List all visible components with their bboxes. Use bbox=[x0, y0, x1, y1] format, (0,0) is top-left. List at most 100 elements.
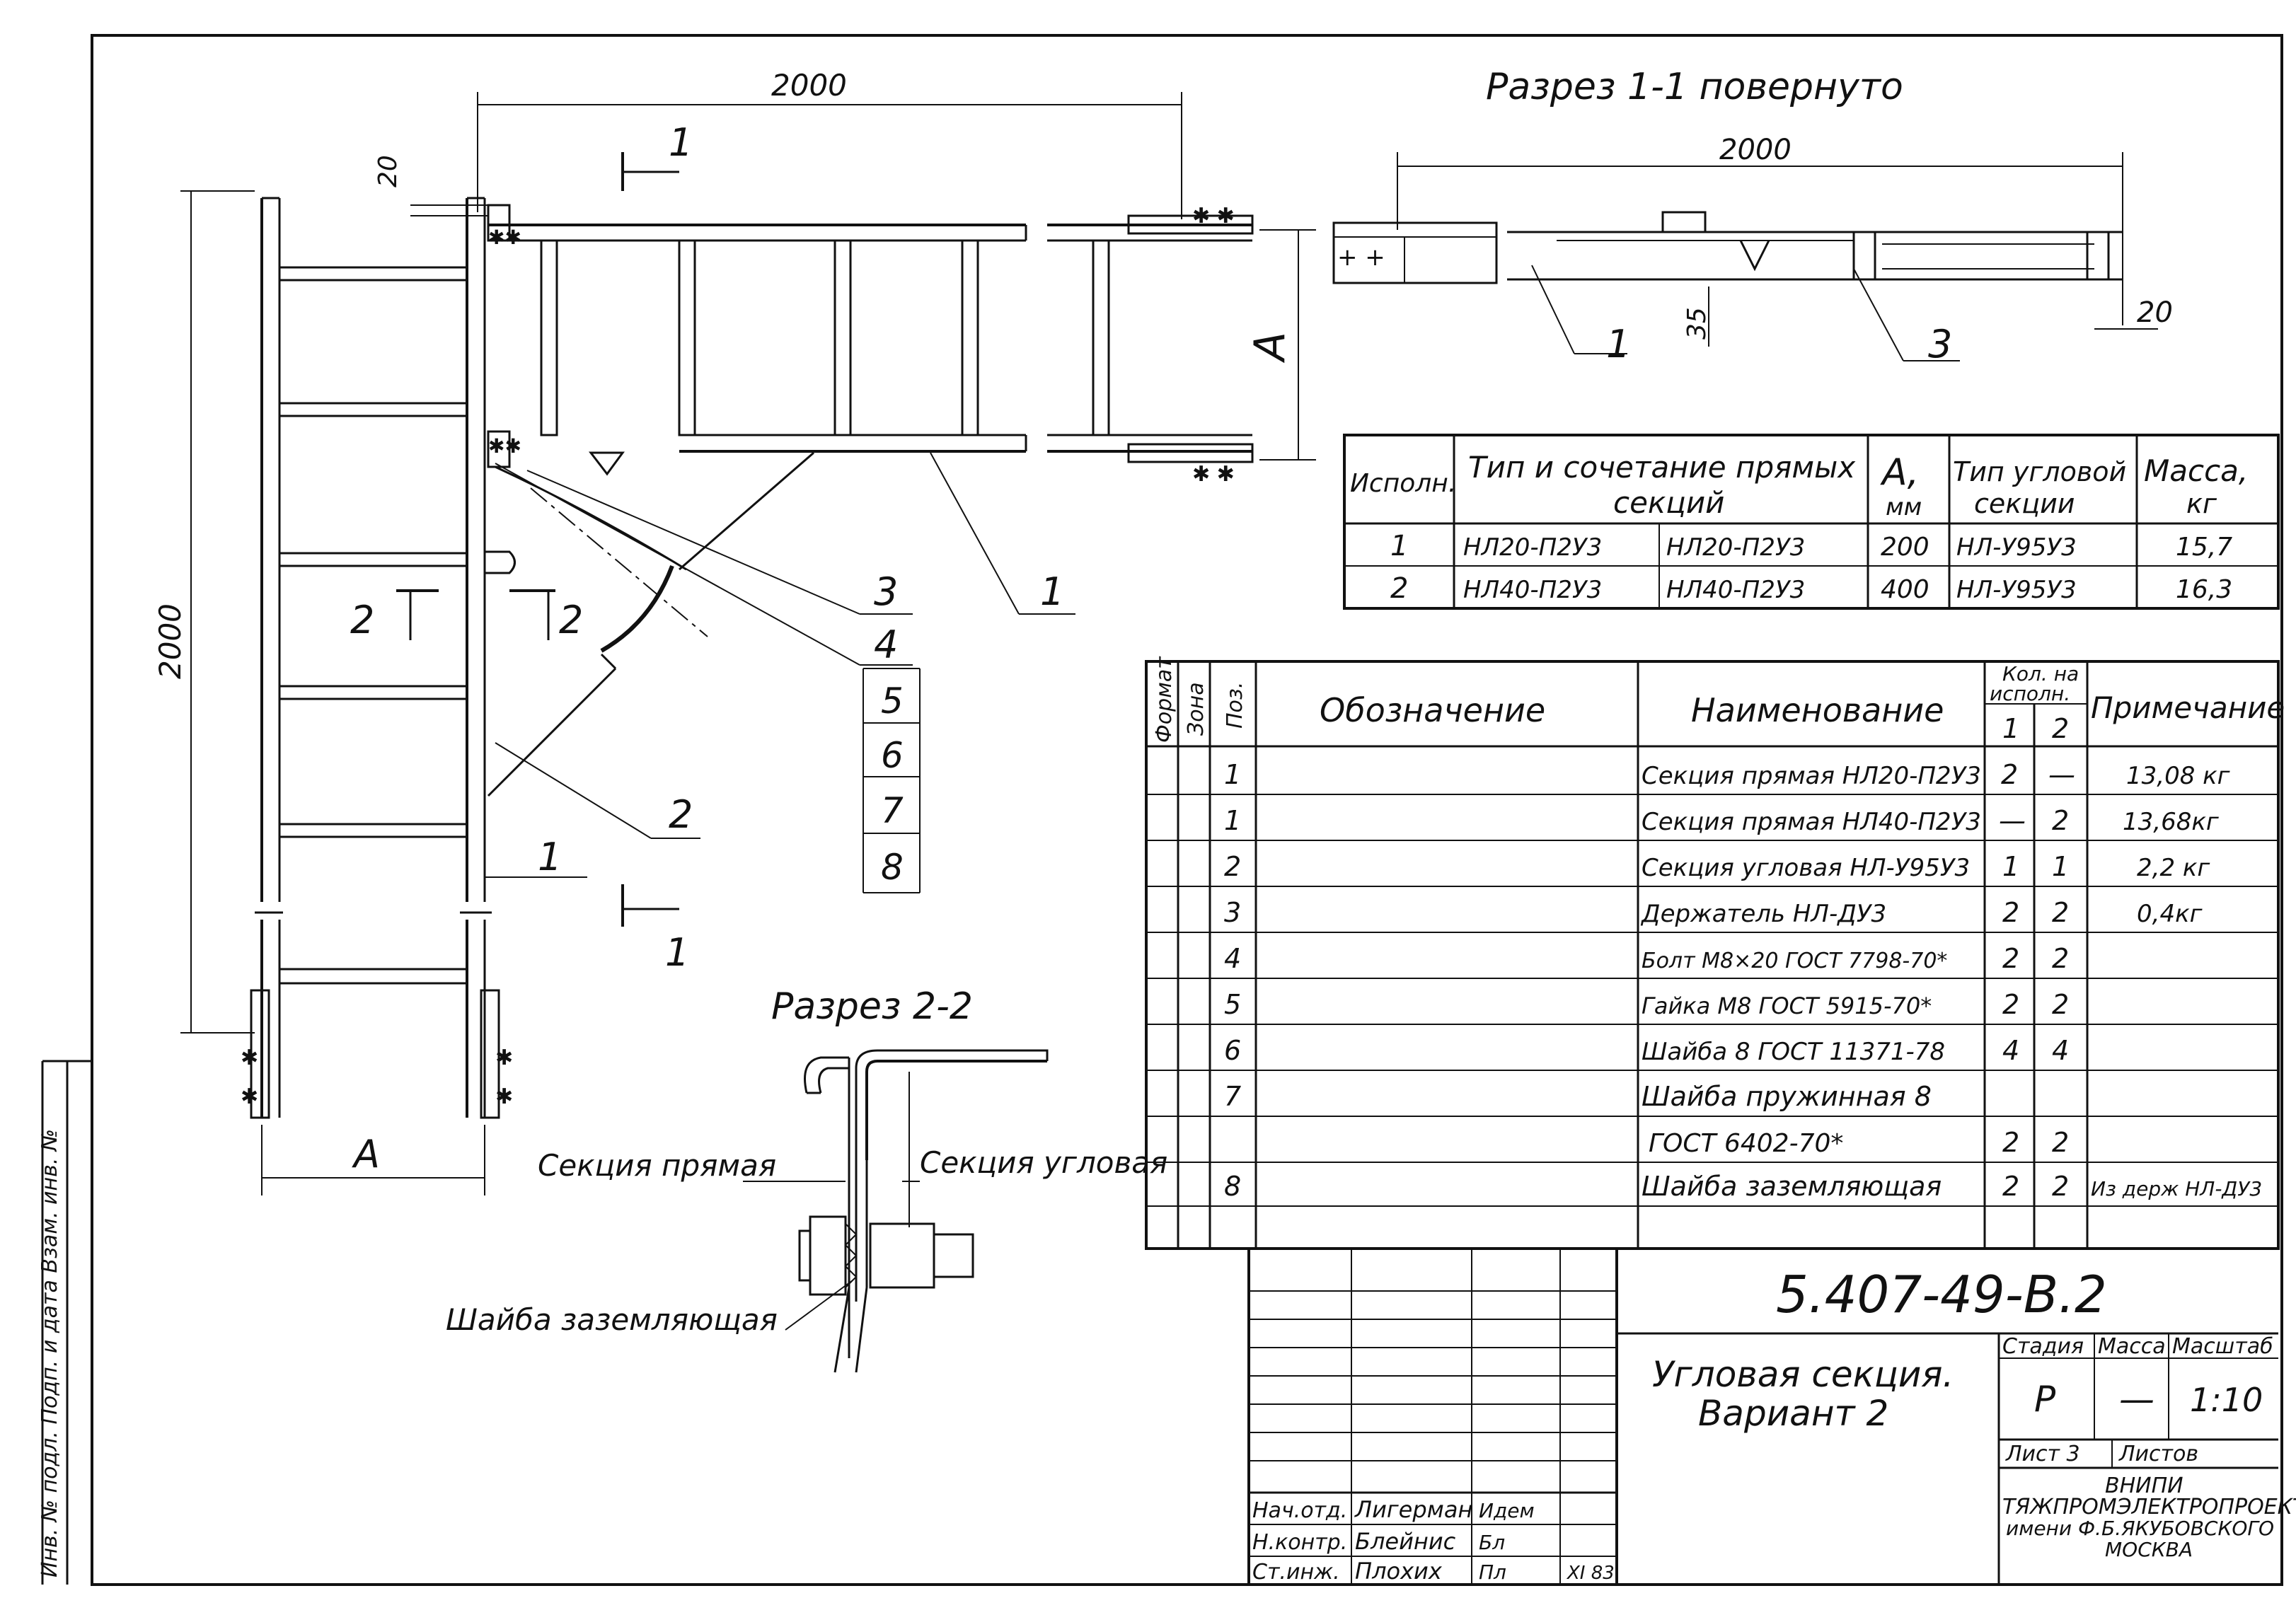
horizontal-rungs bbox=[540, 239, 1110, 436]
tb-org-3: имени Ф.Б.ЯКУБОВСКОГО bbox=[2006, 1517, 2274, 1540]
vt-r1-isp: 1 bbox=[1390, 530, 1408, 562]
tb-code: 5.407-49-В.2 bbox=[1776, 1265, 2107, 1324]
callout-3: 3 bbox=[874, 569, 898, 614]
spec-r8-pos: 7 bbox=[1224, 1081, 1241, 1112]
section22-label-straight: Секция прямая bbox=[538, 1148, 776, 1183]
vt-r2-s1: НЛ40-П2У3 bbox=[1463, 576, 1602, 604]
svg-text:✱✱: ✱✱ bbox=[488, 226, 521, 249]
spec-h-qty-2: исполн. bbox=[1990, 682, 2070, 705]
variants-table bbox=[1343, 434, 2280, 610]
svg-text:✱: ✱ bbox=[495, 1084, 513, 1109]
spec-r10-note: Из держ НЛ-ДУ3 bbox=[2091, 1177, 2262, 1200]
dim-a-bottom: A bbox=[352, 1132, 380, 1176]
tb-org-4: МОСКВА bbox=[2105, 1538, 2193, 1561]
spec-h-pos: Поз. bbox=[1223, 682, 1247, 729]
spec-h-designation: Обозначение bbox=[1320, 691, 1545, 729]
spec-r4-pos: 3 bbox=[1224, 897, 1241, 928]
spec-h-name: Наименование bbox=[1691, 691, 1944, 729]
tb-sheets: Листов bbox=[2118, 1442, 2198, 1466]
tb-title-2: Вариант 2 bbox=[1698, 1393, 1888, 1434]
spec-r2-note: 13,68кг bbox=[2123, 808, 2220, 836]
spec-r6-name: Гайка М8 ГОСТ 5915-70* bbox=[1642, 992, 1932, 1019]
section11-dim-2000: 2000 bbox=[1719, 134, 1792, 166]
cut1-bottom-label: 1 bbox=[665, 930, 689, 975]
tb-sheet: Лист 3 bbox=[2005, 1442, 2080, 1466]
callout-8: 8 bbox=[881, 847, 904, 888]
spec-r10-q2: 2 bbox=[2052, 1171, 2069, 1202]
tb-sign3-name: Плохих bbox=[1355, 1558, 1443, 1585]
svg-text:✱ ✱: ✱ ✱ bbox=[1192, 204, 1235, 228]
tb-mass: — bbox=[2119, 1379, 2154, 1420]
section11-dim-20: 20 bbox=[2137, 296, 2173, 329]
vt-h-mass-1: Масса, bbox=[2144, 453, 2248, 488]
vt-h-a-2: мм bbox=[1886, 493, 1922, 521]
spec-h-qty-1: Кол. на bbox=[2002, 662, 2079, 685]
spec-r4-note: 0,4кг bbox=[2137, 900, 2203, 928]
section11-title: Разрез 1-1 повернуто bbox=[1486, 66, 1903, 108]
spec-r4-q2: 2 bbox=[2052, 897, 2069, 928]
tb-sign3-role: Ст.инж. bbox=[1252, 1560, 1340, 1585]
spec-r6-q1: 2 bbox=[2002, 989, 2019, 1020]
vt-h-isp: Исполн. bbox=[1350, 469, 1456, 498]
tb-sign3-date: XI 83. bbox=[1566, 1563, 1620, 1584]
callout-1-horizontal: 1 bbox=[1040, 569, 1064, 614]
svg-text:✱: ✱ bbox=[241, 1046, 258, 1070]
callout-4: 4 bbox=[874, 623, 898, 667]
spec-r3-note: 2,2 кг bbox=[2137, 854, 2210, 882]
spec-r2-q1: — bbox=[1999, 805, 2026, 836]
tb-sign3-sign: Пл bbox=[1479, 1561, 1506, 1584]
spec-r3-q1: 1 bbox=[2002, 851, 2019, 882]
tb-title-1: Угловая секция. bbox=[1652, 1354, 1954, 1395]
tb-sign1-name: Лигерман bbox=[1354, 1496, 1472, 1523]
vertical-rungs bbox=[278, 266, 468, 838]
tb-h-mass: Масса bbox=[2098, 1334, 2166, 1359]
tb-sign2-sign: Бл bbox=[1479, 1531, 1505, 1554]
svg-text:✱: ✱ bbox=[241, 1084, 258, 1109]
vt-r1-s2: НЛ20-П2У3 bbox=[1666, 533, 1805, 562]
spec-table bbox=[1145, 660, 2280, 1250]
spec-h-zone: Зона bbox=[1184, 682, 1208, 736]
section11-callout-3: 3 bbox=[1928, 322, 1952, 366]
vt-h-a-1: А, bbox=[1880, 451, 1919, 494]
vt-r2-corner: НЛ-У95У3 bbox=[1956, 576, 2077, 604]
corner-section bbox=[483, 451, 814, 797]
spec-r7-q2: 4 bbox=[2052, 1035, 2069, 1066]
callout-1-vertical: 1 bbox=[538, 835, 562, 879]
vt-r1-corner: НЛ-У95У3 bbox=[1956, 533, 2077, 562]
section11-callout-1: 1 bbox=[1606, 322, 1630, 366]
svg-text:✱ ✱: ✱ ✱ bbox=[1192, 462, 1235, 487]
section22-label-corner: Секция угловая bbox=[920, 1145, 1167, 1180]
vt-r2-isp: 2 bbox=[1390, 572, 1408, 605]
vt-h-corner-1: Тип угловой bbox=[1953, 456, 2126, 487]
vt-r2-s2: НЛ40-П2У3 bbox=[1666, 576, 1805, 604]
vt-r2-mass: 16,3 bbox=[2176, 575, 2232, 604]
spec-r2-pos: 1 bbox=[1224, 805, 1241, 836]
spec-r5-pos: 4 bbox=[1224, 943, 1241, 974]
dim-2000-left: 2000 bbox=[153, 603, 188, 679]
title-block bbox=[1247, 1249, 2278, 1585]
tb-stage: Р bbox=[2034, 1379, 2056, 1420]
sheet-frame bbox=[41, 34, 2283, 1586]
horizontal-section: ✱ ✱ ✱ ✱ ✱✱ ✱✱ bbox=[487, 204, 1254, 487]
spec-r1-q2: — bbox=[2048, 759, 2075, 790]
vertical-section: ✱ ✱ ✱ ✱ bbox=[241, 197, 513, 1119]
callout-5: 5 bbox=[881, 681, 904, 722]
section22-title: Разрез 2-2 bbox=[771, 985, 973, 1028]
dimensions bbox=[180, 92, 1316, 1195]
section11-dim-35: 35 bbox=[1683, 307, 1712, 340]
tb-sign1-role: Нач.отд. bbox=[1252, 1498, 1347, 1523]
spec-r5-q1: 2 bbox=[2002, 943, 2019, 974]
left-edge-text: Инв. № подл. Подп. и дата Взам. инв. № bbox=[38, 1129, 62, 1577]
spec-r10-name: Шайба заземляющая bbox=[1642, 1171, 1942, 1202]
dim-20-top: 20 bbox=[374, 155, 403, 187]
spec-r1-q1: 2 bbox=[2001, 759, 2018, 790]
tb-sign1-sign: Идем bbox=[1479, 1499, 1535, 1522]
tb-h-scale: Масштаб bbox=[2172, 1334, 2273, 1359]
tb-org-1: ВНИПИ bbox=[2105, 1473, 2183, 1498]
spec-r9-q2: 2 bbox=[2052, 1127, 2069, 1158]
spec-r3-name: Секция угловая НЛ-У95У3 bbox=[1642, 854, 1970, 882]
tb-org-2: ТЯЖПРОМЭЛЕКТРОПРОЕКТ bbox=[2002, 1495, 2296, 1519]
spec-r1-name: Секция прямая НЛ20-П2У3 bbox=[1642, 762, 1981, 790]
spec-h-format: Формат bbox=[1152, 656, 1177, 743]
